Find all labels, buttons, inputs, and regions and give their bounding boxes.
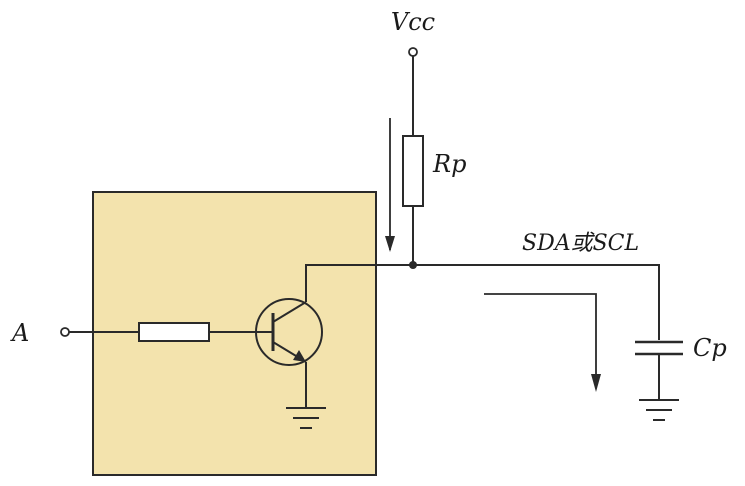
cp-label: Cp	[693, 334, 727, 362]
discharge-current-arrowhead	[591, 374, 601, 392]
discharge-current-arrow	[484, 293, 597, 376]
vcc-terminal	[408, 47, 418, 57]
rp-label: Rp	[432, 150, 466, 178]
cp-ground-icon	[639, 399, 679, 421]
bus-line	[413, 264, 660, 340]
input-a-terminal	[60, 327, 70, 337]
vcc-label: Vcc	[391, 8, 435, 36]
base-resistor	[138, 322, 210, 342]
bus-label: SDA或SCL	[522, 231, 639, 256]
collector-wire	[305, 264, 413, 302]
npn-transistor-icon	[255, 298, 323, 366]
input-a-label: A	[10, 319, 29, 347]
ic-block	[92, 191, 377, 476]
pullup-current-arrowhead	[385, 236, 395, 252]
emitter-ground-icon	[286, 407, 326, 429]
rp-resistor	[402, 135, 424, 207]
